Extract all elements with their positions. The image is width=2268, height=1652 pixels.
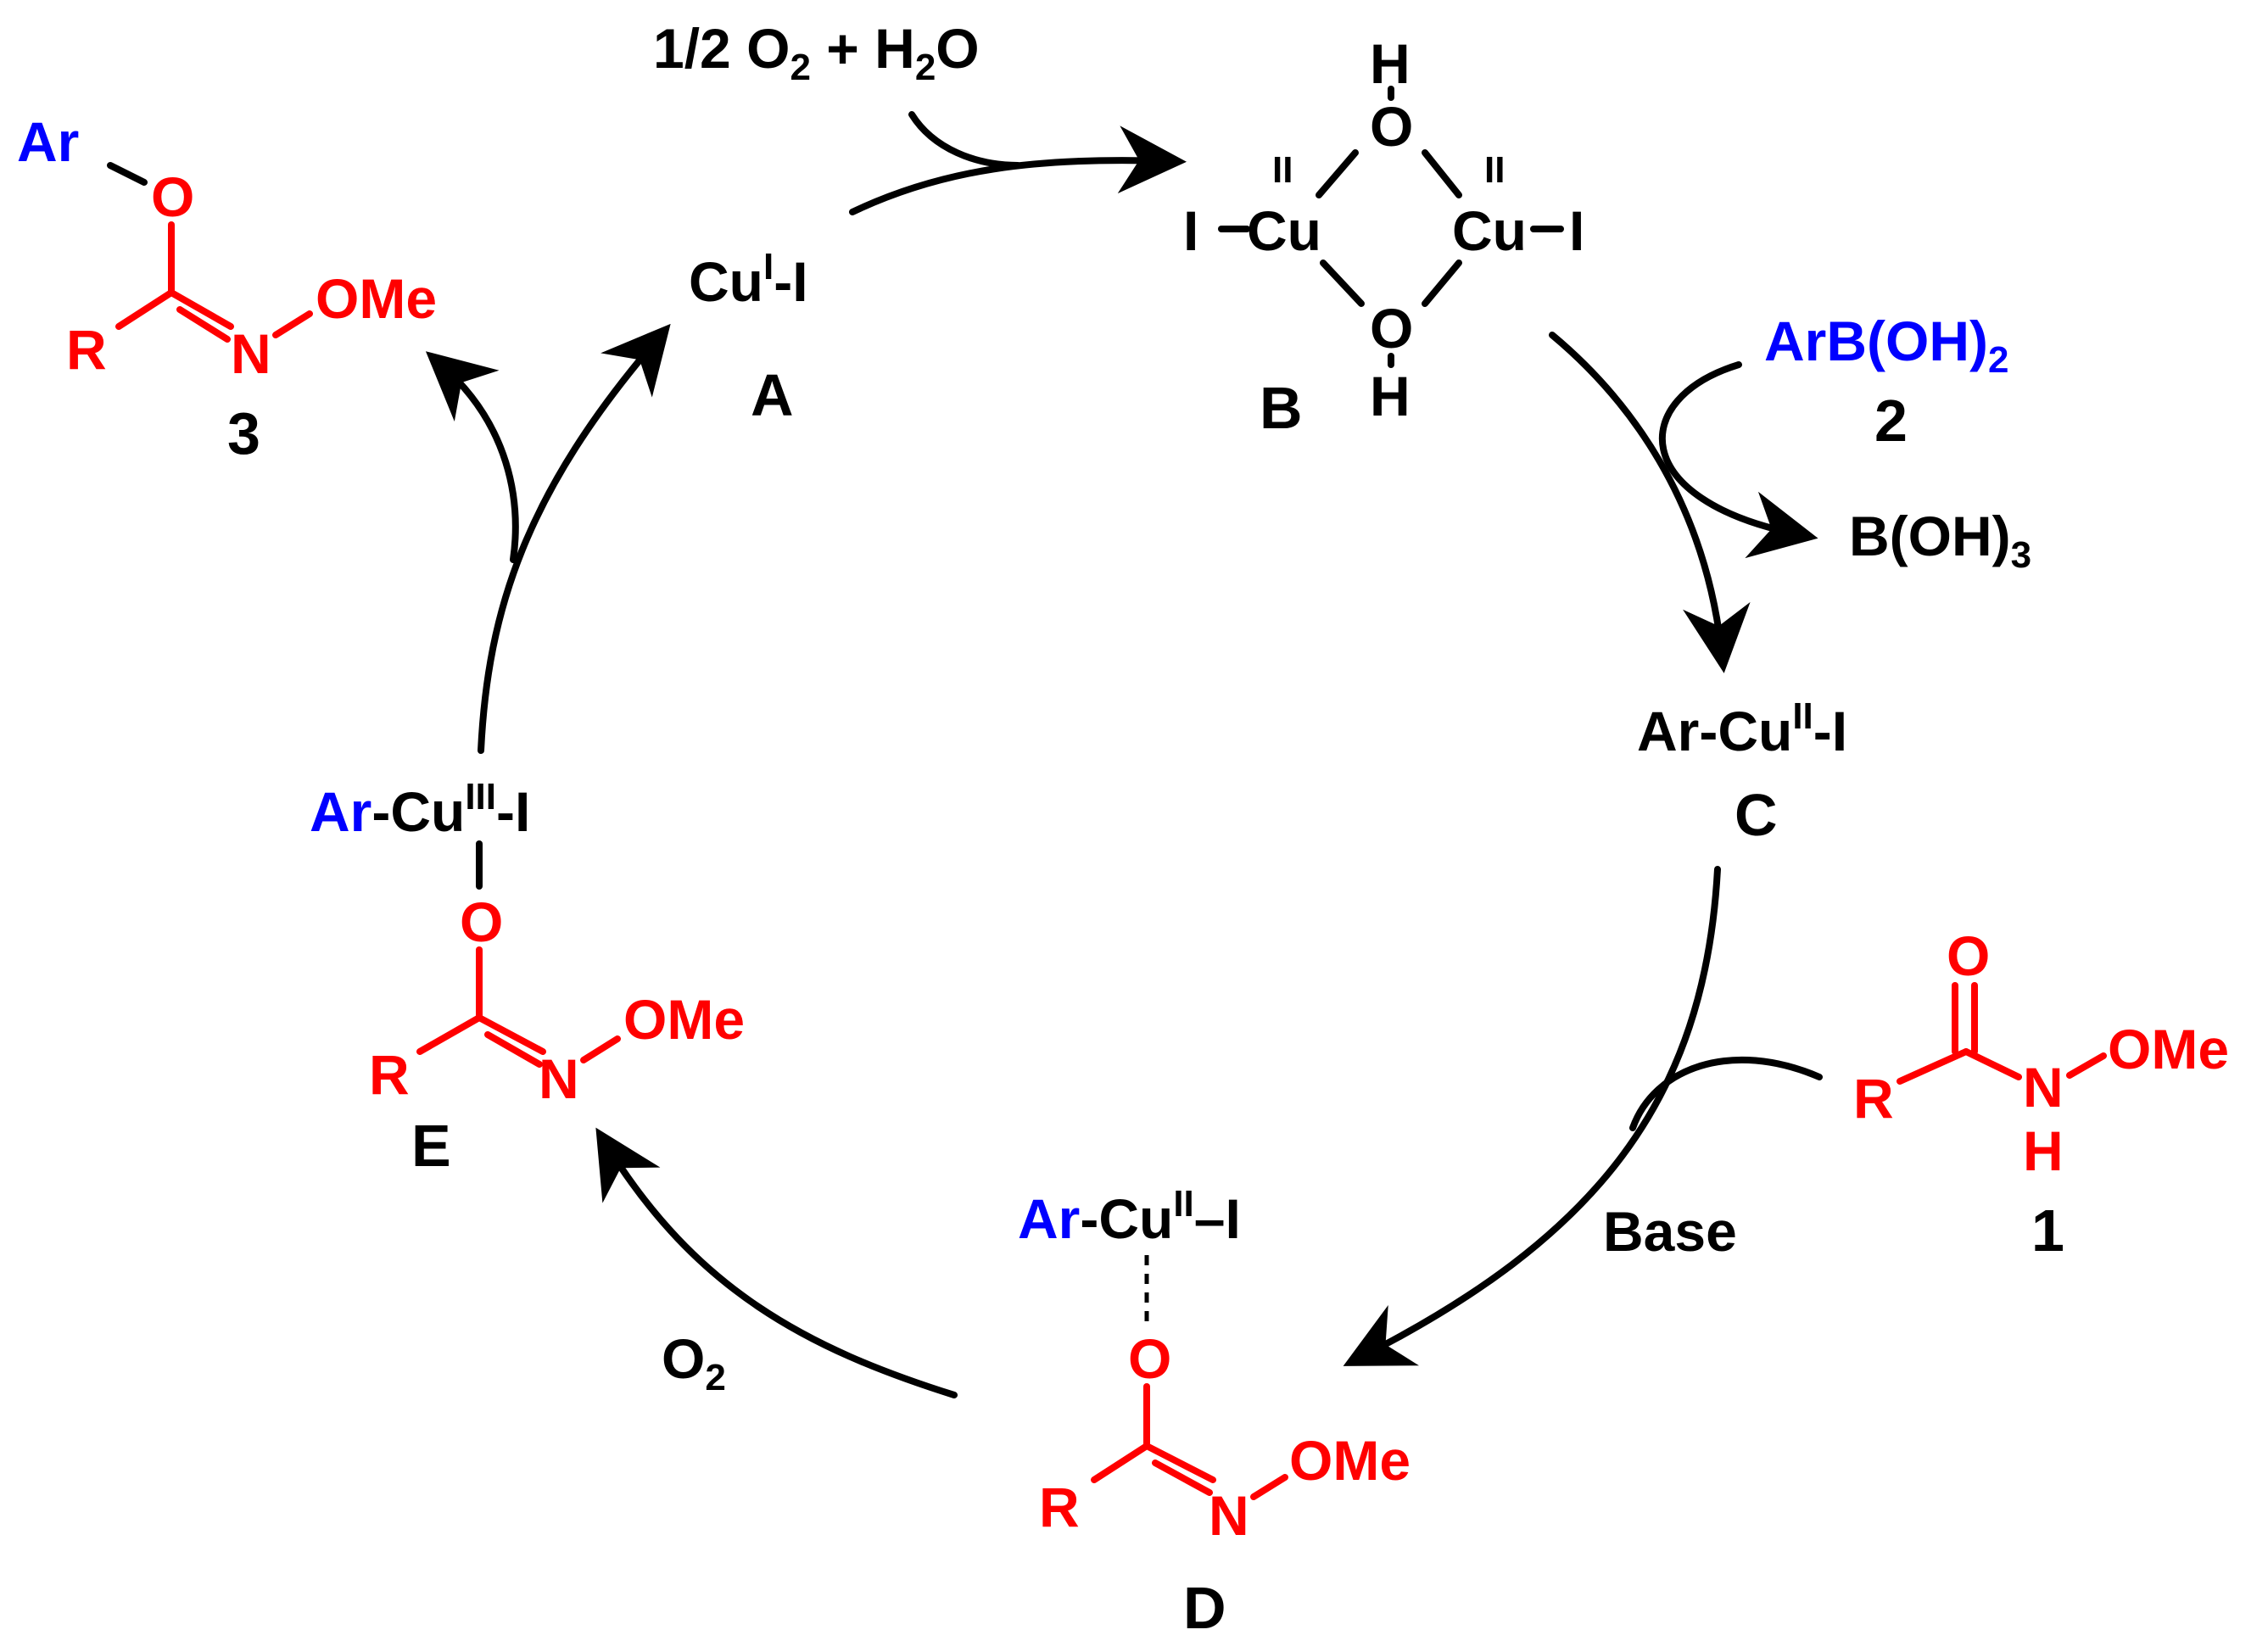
d-formula: Ar-CuII–I [1018,1183,1241,1250]
o2-water-reagent: 1/2 O2 + H2O [653,17,980,88]
b-i-left: I [1183,199,1198,262]
d-ome: OMe [1289,1429,1411,1492]
arrow-c-to-d [1343,866,1721,1366]
arrow-b-to-c [1549,332,1751,673]
species-d-label: D [1183,1575,1226,1641]
amide-ome: OMe [2108,1018,2229,1080]
base-label: Base [1603,1200,1737,1263]
b-o-bottom: O [1370,297,1413,360]
amide-n: N [2023,1056,2064,1119]
b-cu-right: Cu [1452,199,1527,262]
product-r: R [66,318,107,381]
amide-o: O [1947,924,1990,987]
d-o: O [1128,1327,1171,1390]
product-number: 3 [227,400,260,466]
product-ome: OMe [316,267,437,330]
species-e-structure: Ar-CuIII-I O R N OMe [310,776,745,1110]
species-b-dimer: H O O H I Cu II Cu II I [1183,32,1584,427]
b-ox-left: II [1272,149,1293,191]
boric-acid: B(OH)3 [1849,505,2031,576]
species-a-formula: CuI-I [689,246,808,313]
arrow-arboronic-in-boric-out [1658,361,1818,559]
e-n: N [539,1047,579,1110]
b-h-top: H [1370,32,1411,95]
arrow-o2-water-in [908,111,1021,169]
species-c-formula: Ar-CuII-I [1637,695,1847,762]
d-r: R [1039,1476,1080,1538]
arrow-to-product [425,351,519,563]
b-i-right: I [1569,199,1584,262]
species-e-label: E [411,1113,451,1179]
b-ox-right: II [1484,149,1505,191]
d-n: N [1209,1484,1249,1547]
arboronic-acid: ArB(OH)2 [1764,310,2008,381]
arrow-amide-in [1629,1056,1823,1131]
arboronic-number: 2 [1874,388,1908,454]
species-d-structure: Ar-CuII–I O R N OMe [1018,1183,1411,1547]
arrow-a-to-b [849,126,1187,215]
species-a-label: A [751,362,794,428]
e-o: O [460,890,503,953]
species-c-label: C [1735,782,1778,848]
product-o: O [151,165,194,228]
e-formula: Ar-CuIII-I [310,776,530,843]
b-h-bottom: H [1370,365,1411,427]
species-b-label: B [1260,375,1303,441]
amide-1-structure: O R N H OMe 1 [1853,924,2229,1264]
e-ome: OMe [623,988,745,1051]
o2-reagent: O2 [662,1327,726,1398]
b-cu-left: Cu [1247,199,1321,262]
amide-number: 1 [2031,1197,2064,1264]
product-ar: Ar [17,110,79,173]
product-3-structure: Ar O R N OMe 3 [17,110,437,466]
arrow-d-to-e [595,1127,958,1398]
e-r: R [369,1043,410,1106]
arrow-e-to-a [478,323,671,754]
amide-h: H [2023,1119,2064,1182]
amide-r: R [1853,1067,1894,1130]
b-o-top: O [1370,95,1413,158]
product-n: N [231,322,271,385]
